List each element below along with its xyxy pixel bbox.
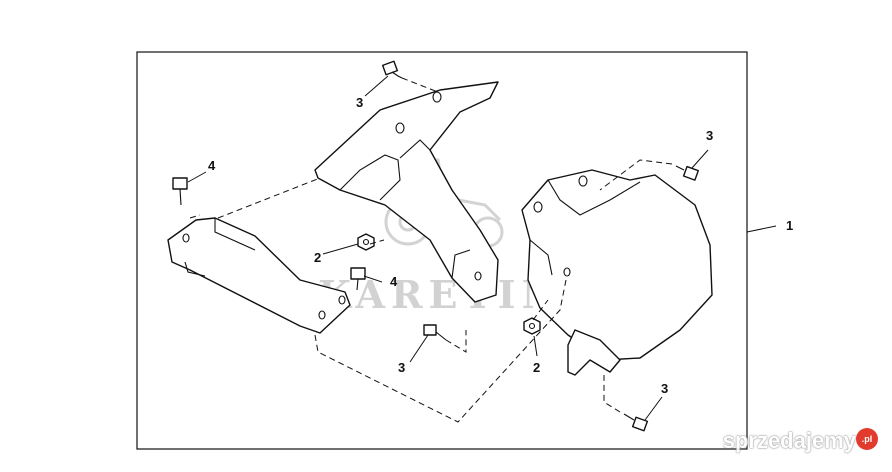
callout-bolt-top: 3 xyxy=(356,95,363,110)
callout-nut-left: 2 xyxy=(314,250,321,265)
bolt-mid-icon xyxy=(423,324,447,341)
assembly-lines xyxy=(189,77,673,423)
bolt-bottom-right-icon xyxy=(623,413,649,432)
screw-left-top-icon xyxy=(172,177,188,206)
site-watermark: sprzedajemy xyxy=(723,428,856,454)
bolt-right-top-icon xyxy=(675,165,699,181)
callout-screw-left-mid: 4 xyxy=(390,274,398,289)
center-bracket xyxy=(314,81,499,303)
screw-left-mid-icon xyxy=(350,267,366,291)
callout-bolt-bottom-right: 3 xyxy=(661,381,668,396)
nut-left-icon xyxy=(357,233,375,251)
site-watermark-name: sprzedajemy xyxy=(722,428,856,453)
callout-item-1: 1 xyxy=(786,218,793,233)
callout-screw-left-top: 4 xyxy=(208,158,216,173)
leader-lines xyxy=(187,75,777,421)
right-guard xyxy=(521,169,713,376)
callout-nut-right: 2 xyxy=(533,360,540,375)
bolt-top-icon xyxy=(381,60,403,79)
site-watermark-badge: .pl xyxy=(856,428,878,450)
left-bracket xyxy=(167,217,351,334)
callout-bolt-right-top: 3 xyxy=(706,128,713,143)
diagram-frame xyxy=(136,51,748,450)
nut-right-icon xyxy=(523,317,541,335)
callout-bolt-mid: 3 xyxy=(398,360,405,375)
